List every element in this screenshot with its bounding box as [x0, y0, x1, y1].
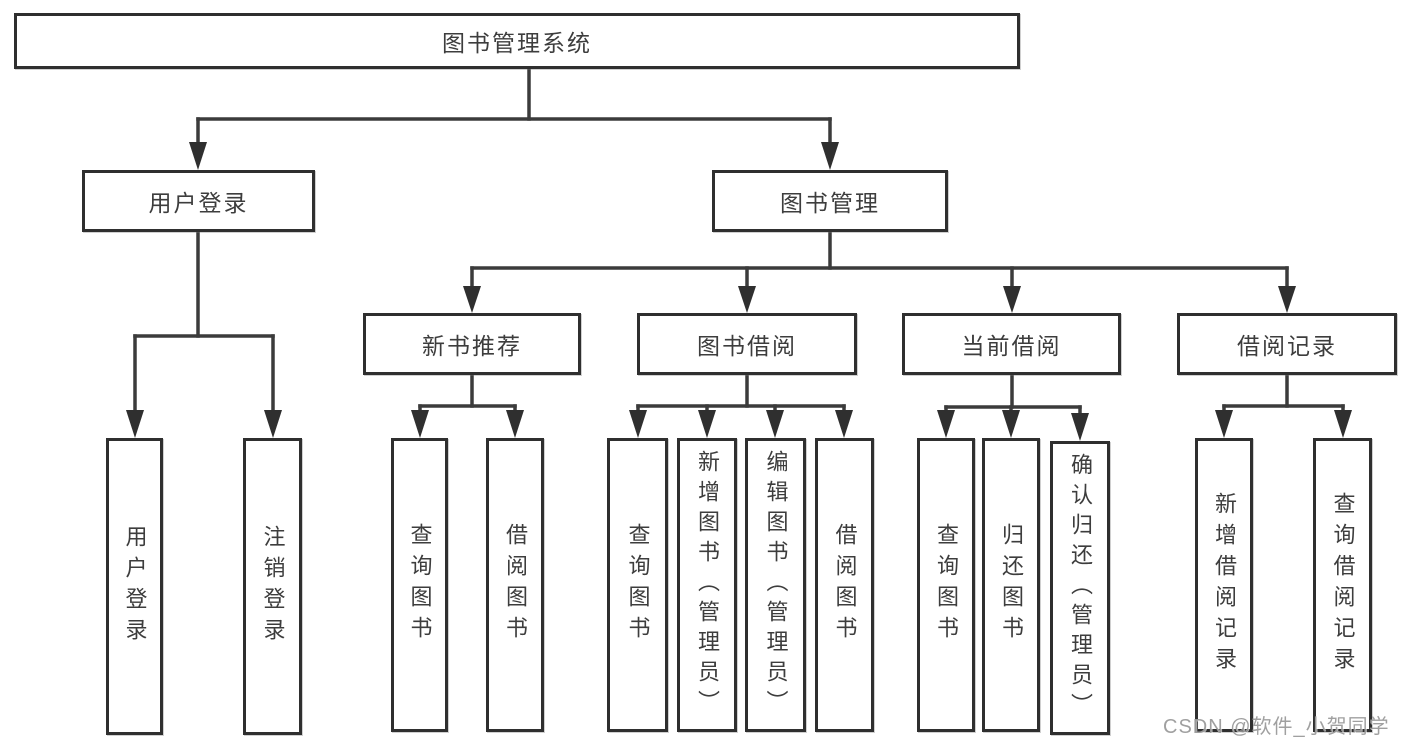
node-label: 查询图书 [625, 523, 651, 647]
node-leaf-query-book-3: 查询图书 [917, 438, 975, 732]
node-user-login: 用户登录 [82, 170, 315, 232]
node-label: 借阅图书 [832, 523, 858, 647]
node-leaf-return-book: 归还图书 [982, 438, 1040, 732]
node-label: 查询借阅记录 [1330, 492, 1356, 678]
node-label: 用户登录 [122, 524, 148, 649]
node-label: 借阅记录 [1237, 333, 1337, 359]
node-label: 新书推荐 [422, 333, 522, 359]
node-root-system: 图书管理系统 [14, 13, 1020, 69]
node-label: 新增图书（管理员） [695, 450, 720, 720]
node-label: 图书管理 [780, 190, 880, 216]
node-new-book-recommend: 新书推荐 [363, 313, 581, 375]
node-leaf-query-book-2: 查询图书 [607, 438, 668, 732]
node-label: 借阅图书 [503, 523, 528, 647]
node-leaf-borrow-book-2: 借阅图书 [815, 438, 874, 732]
node-label: 查询图书 [934, 523, 959, 647]
node-label: 图书管理系统 [442, 30, 592, 56]
node-borrow-records: 借阅记录 [1177, 313, 1397, 375]
node-label: 归还图书 [999, 523, 1024, 647]
node-leaf-logout: 注销登录 [243, 438, 302, 735]
node-label: 新增借阅记录 [1212, 492, 1237, 678]
node-leaf-edit-book-admin: 编辑图书（管理员） [745, 438, 806, 732]
node-leaf-query-book-1: 查询图书 [391, 438, 448, 732]
node-leaf-query-borrow-record: 查询借阅记录 [1313, 438, 1372, 732]
node-leaf-user-login: 用户登录 [106, 438, 163, 735]
node-label: 注销登录 [260, 524, 286, 649]
node-label: 查询图书 [407, 523, 433, 647]
node-book-borrow: 图书借阅 [637, 313, 857, 375]
node-book-management: 图书管理 [712, 170, 948, 232]
csdn-watermark: CSDN @软件_小贺同学 [1163, 716, 1390, 738]
node-leaf-borrow-book-1: 借阅图书 [486, 438, 544, 732]
node-label: 编辑图书（管理员） [763, 450, 789, 720]
node-leaf-confirm-return-admin: 确认归还（管理员） [1050, 441, 1110, 735]
node-label: 用户登录 [148, 190, 249, 216]
node-label: 当前借阅 [961, 333, 1062, 359]
node-leaf-add-borrow-record: 新增借阅记录 [1195, 438, 1253, 732]
node-leaf-add-book-admin: 新增图书（管理员） [677, 438, 737, 732]
node-label: 确认归还（管理员） [1068, 453, 1093, 723]
node-label: 图书借阅 [697, 333, 797, 359]
node-current-borrow: 当前借阅 [902, 313, 1121, 375]
